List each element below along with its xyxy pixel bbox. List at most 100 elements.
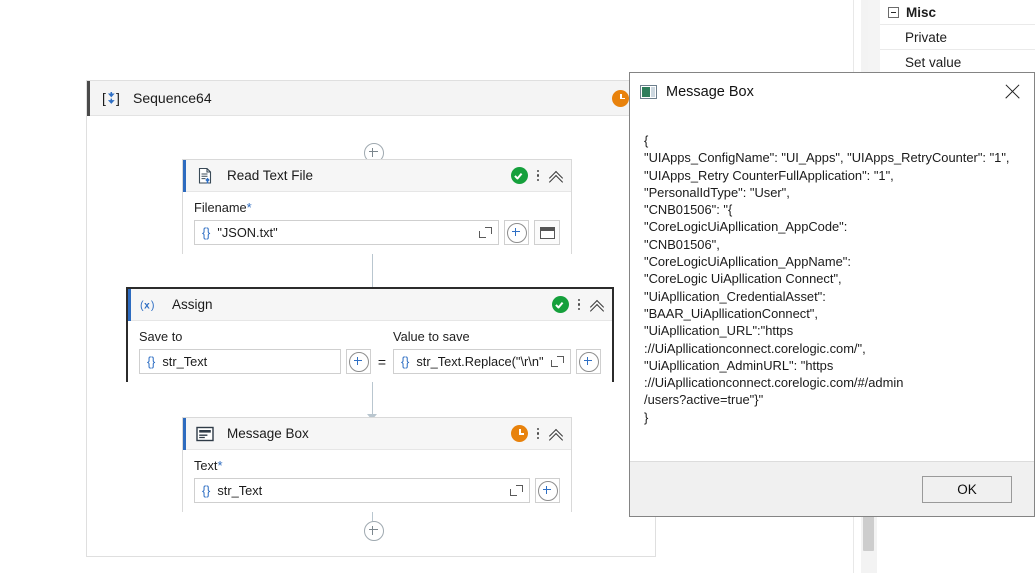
activity-read-text-file[interactable]: Read Text File Filename* {} "JSON.txt" xyxy=(182,159,572,256)
properties-panel: Misc Private Set value xyxy=(880,0,1035,72)
field-label-save-to: Save to xyxy=(139,329,183,344)
activity-header-actions xyxy=(552,289,605,320)
plus-circle-icon xyxy=(578,351,599,372)
field-label-text-value: Text xyxy=(194,458,218,473)
expand-editor-icon[interactable] xyxy=(477,224,494,241)
activity-header-actions xyxy=(511,418,564,449)
save-to-input[interactable]: {} str_Text xyxy=(139,349,341,374)
clock-icon xyxy=(511,425,528,442)
property-row-private[interactable]: Private xyxy=(880,24,1035,49)
save-to-value: str_Text xyxy=(162,354,208,369)
close-icon[interactable] xyxy=(1004,83,1022,101)
svg-text:x: x xyxy=(144,300,150,311)
save-to-input-row: {} str_Text xyxy=(139,349,371,374)
svg-text:]: ] xyxy=(116,90,120,106)
expand-editor-icon[interactable] xyxy=(549,353,566,370)
activity-header[interactable]: Read Text File xyxy=(183,160,571,192)
expression-braces-icon: {} xyxy=(401,354,410,369)
activity-title: Assign xyxy=(172,297,213,312)
field-label-text: Filename xyxy=(194,200,247,215)
kebab-menu-icon[interactable] xyxy=(531,167,545,185)
message-box-app-icon xyxy=(640,84,657,99)
kebab-menu-icon[interactable] xyxy=(531,425,545,443)
assign-right-column: Value to save {} str_Text.Replace("\r\n" xyxy=(393,329,601,374)
assign-icon: ( x ) xyxy=(140,295,160,315)
clock-icon xyxy=(612,89,629,107)
activity-title: Read Text File xyxy=(227,168,314,183)
svg-text:[: [ xyxy=(102,90,106,106)
activity-body: Text* {} str_Text xyxy=(183,450,571,514)
dialog-footer: OK xyxy=(630,461,1034,516)
activity-body: Filename* {} "JSON.txt" xyxy=(183,192,571,256)
scrollbar-thumb[interactable] xyxy=(863,505,874,551)
property-label-set-value: Set value xyxy=(905,54,962,70)
value-to-save-input[interactable]: {} str_Text.Replace("\r\n" xyxy=(393,349,571,374)
value-to-save-input-row: {} str_Text.Replace("\r\n" xyxy=(393,349,601,374)
read-text-file-icon xyxy=(195,166,215,186)
dialog-body: { "UIApps_ConfigName": "UI_Apps", "UIApp… xyxy=(630,110,1034,490)
browse-file-button[interactable] xyxy=(534,220,560,245)
filename-input-row: {} "JSON.txt" xyxy=(194,220,560,245)
equals-sign: = xyxy=(377,354,387,370)
activity-body: Save to {} str_Text = xyxy=(128,321,612,385)
dialog-title: Message Box xyxy=(666,83,754,100)
field-label-value-to-save: Value to save xyxy=(393,329,470,344)
expression-braces-icon: {} xyxy=(202,225,211,240)
message-box-dialog[interactable]: Message Box { "UIApps_ConfigName": "UI_A… xyxy=(629,72,1035,517)
activity-assign[interactable]: ( x ) Assign Save to xyxy=(126,287,614,385)
field-label-text: Text* xyxy=(194,458,560,473)
connector-line xyxy=(372,254,373,291)
connector-line xyxy=(372,512,373,521)
check-icon xyxy=(511,167,528,184)
check-icon xyxy=(552,296,569,313)
plus-circle-icon xyxy=(537,480,558,501)
sequence-container[interactable]: [ ] Sequence64 xyxy=(86,80,656,557)
activity-header[interactable]: ( x ) Assign xyxy=(128,289,612,321)
chevron-up-icon[interactable] xyxy=(589,297,605,318)
folder-icon xyxy=(539,226,555,239)
add-argument-button[interactable] xyxy=(504,220,529,245)
add-activity-node[interactable] xyxy=(364,143,384,163)
collapse-minus-icon[interactable] xyxy=(888,6,899,18)
activity-header[interactable]: Message Box xyxy=(183,418,571,450)
activity-header-actions xyxy=(511,160,564,191)
kebab-menu-icon[interactable] xyxy=(572,296,586,314)
add-argument-button[interactable] xyxy=(535,478,560,503)
activity-message-box[interactable]: Message Box Text* {} str_Text xyxy=(182,417,572,514)
assign-operator: = xyxy=(371,329,393,372)
svg-text:): ) xyxy=(151,299,155,311)
sequence-header[interactable]: [ ] Sequence64 xyxy=(87,81,655,116)
dialog-title-bar[interactable]: Message Box xyxy=(630,73,1034,110)
message-box-icon xyxy=(195,424,215,444)
filename-value: "JSON.txt" xyxy=(217,225,278,240)
message-text-input[interactable]: {} str_Text xyxy=(194,478,530,503)
add-argument-button[interactable] xyxy=(346,349,371,374)
value-to-save-value: str_Text.Replace("\r\n" xyxy=(416,354,544,369)
field-label-filename: Filename* xyxy=(194,200,560,215)
expression-braces-icon: {} xyxy=(147,354,156,369)
chevron-up-icon[interactable] xyxy=(548,426,564,447)
properties-group-misc[interactable]: Misc xyxy=(880,0,1035,24)
message-text-input-row: {} str_Text xyxy=(194,478,560,503)
filename-input[interactable]: {} "JSON.txt" xyxy=(194,220,499,245)
plus-circle-icon xyxy=(506,222,527,243)
property-row-set-value[interactable]: Set value xyxy=(880,49,1035,74)
connector-line xyxy=(372,382,373,416)
add-activity-node[interactable] xyxy=(364,521,384,541)
expression-braces-icon: {} xyxy=(202,483,211,498)
sequence-title: Sequence64 xyxy=(133,90,212,106)
plus-circle-icon xyxy=(348,351,369,372)
message-text-value: str_Text xyxy=(217,483,263,498)
sequence-icon: [ ] xyxy=(101,88,121,108)
property-label-private: Private xyxy=(905,29,948,45)
activity-title: Message Box xyxy=(227,426,309,441)
add-argument-button[interactable] xyxy=(576,349,601,374)
required-marker: * xyxy=(217,458,223,473)
dialog-message-text: { "UIApps_ConfigName": "UI_Apps", "UIApp… xyxy=(644,133,1010,425)
chevron-up-icon[interactable] xyxy=(548,168,564,189)
required-marker: * xyxy=(246,200,252,215)
svg-text:(: ( xyxy=(140,299,144,311)
ok-button[interactable]: OK xyxy=(922,475,1012,503)
expand-editor-icon[interactable] xyxy=(508,482,525,499)
